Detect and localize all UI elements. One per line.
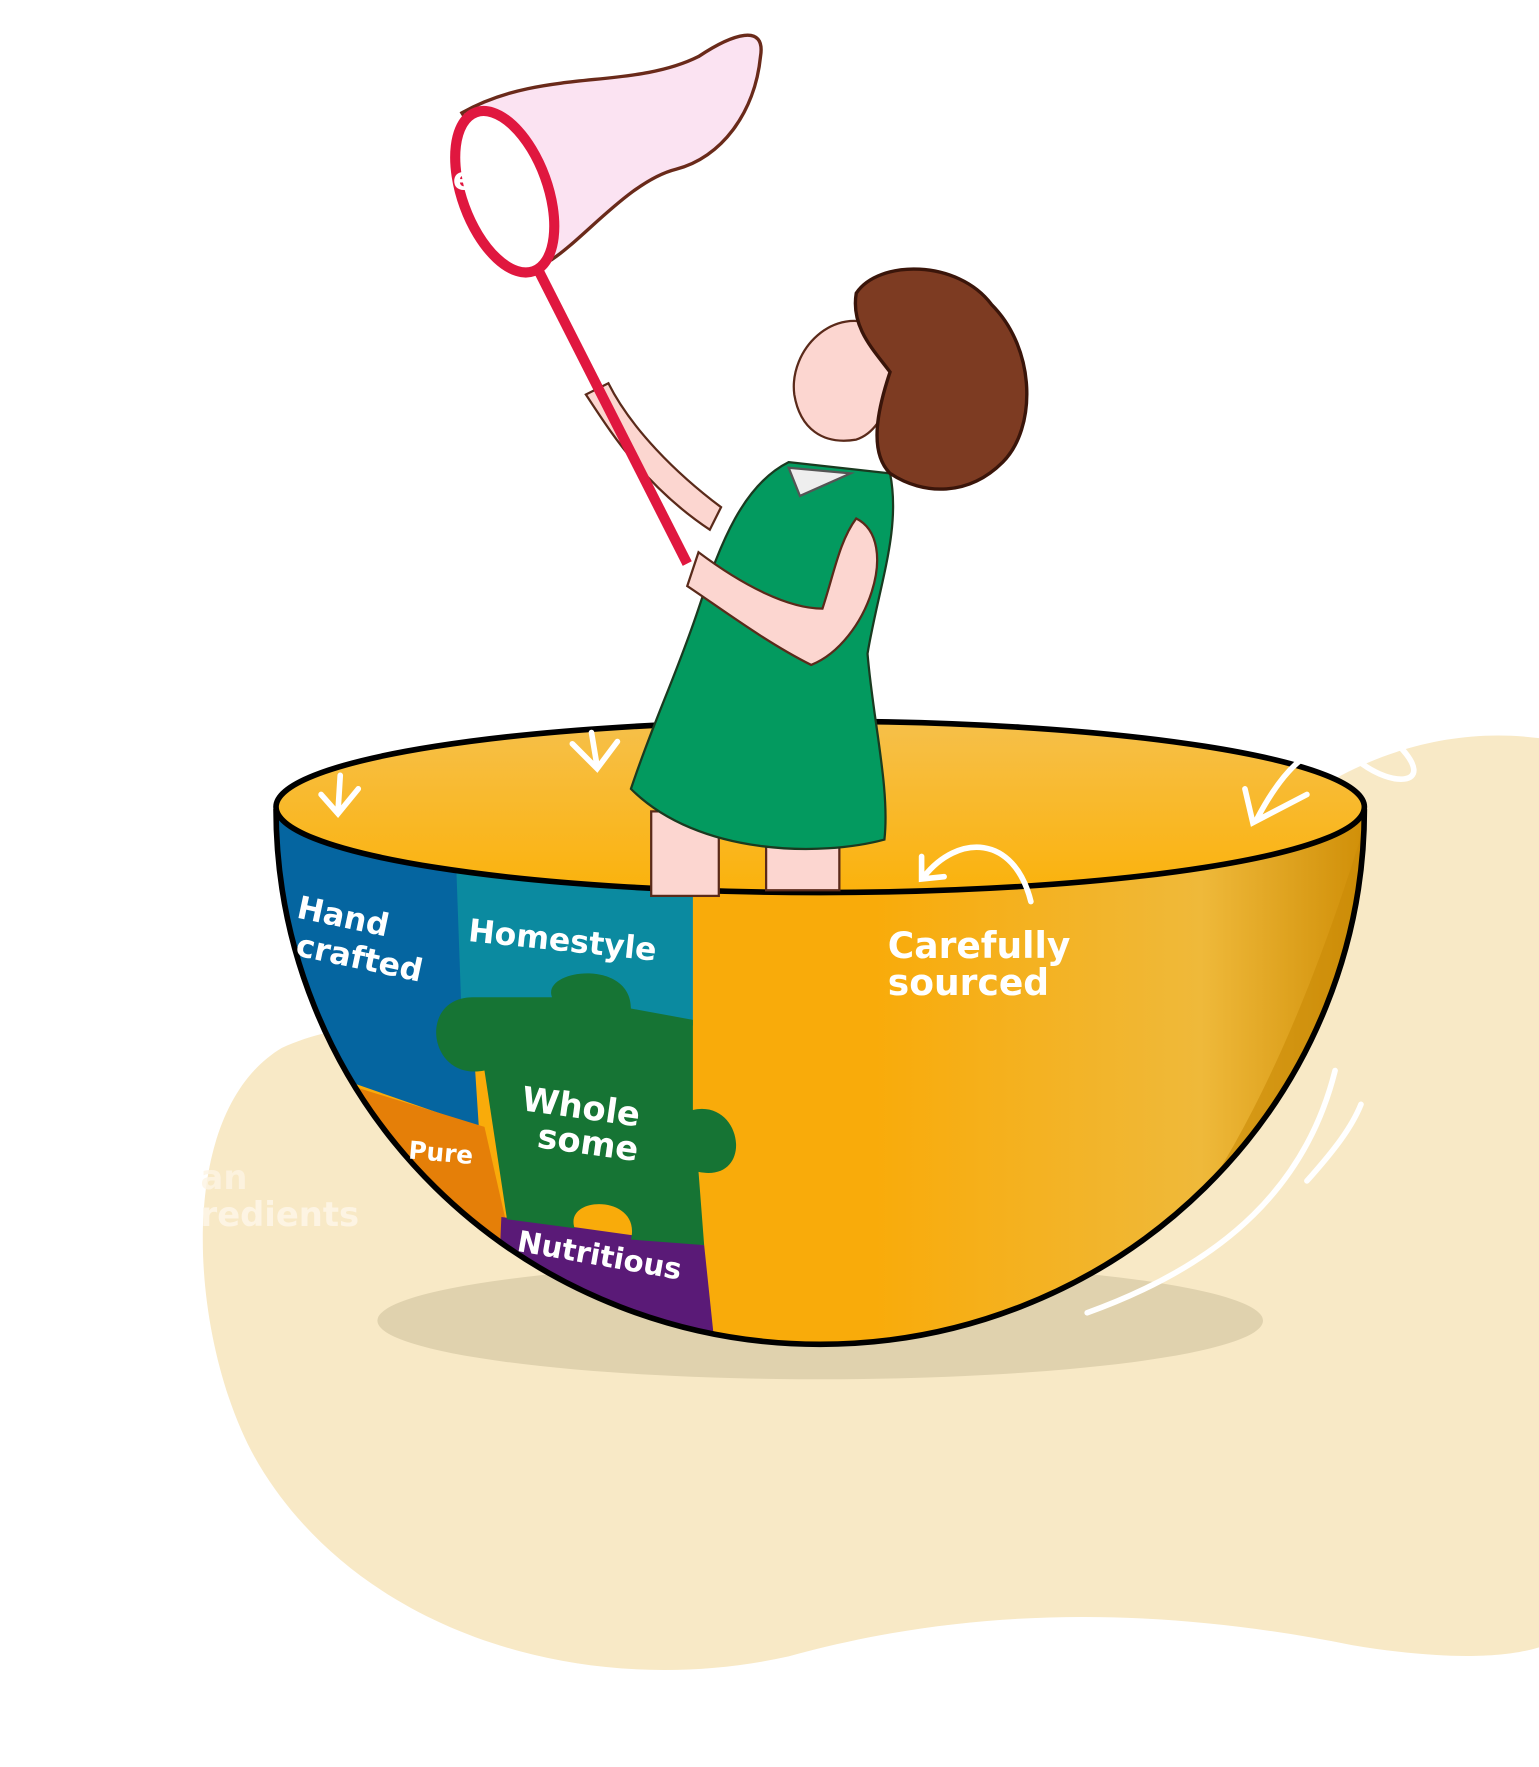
label-carefully-line2: sourced [888,962,1049,1004]
girl-hair [853,267,1029,491]
net-hoop [450,105,560,278]
label-clean-ingredients-line1: an [201,1158,248,1197]
bowl-outline [273,809,1368,1348]
label-carefully-line1: Carefully [888,925,1071,967]
label-clean-ingredients-line2: redients [201,1195,360,1234]
segment-wholesome-puzzle [436,973,737,1246]
segment-homestyle [456,867,693,1026]
net-text-fragment: e [453,161,474,197]
label-pure: Pure [407,1135,474,1170]
girl-arm-right [685,517,879,667]
arrow-icons [318,729,1417,1316]
girl-collar [786,466,856,498]
net-handle [534,268,692,566]
